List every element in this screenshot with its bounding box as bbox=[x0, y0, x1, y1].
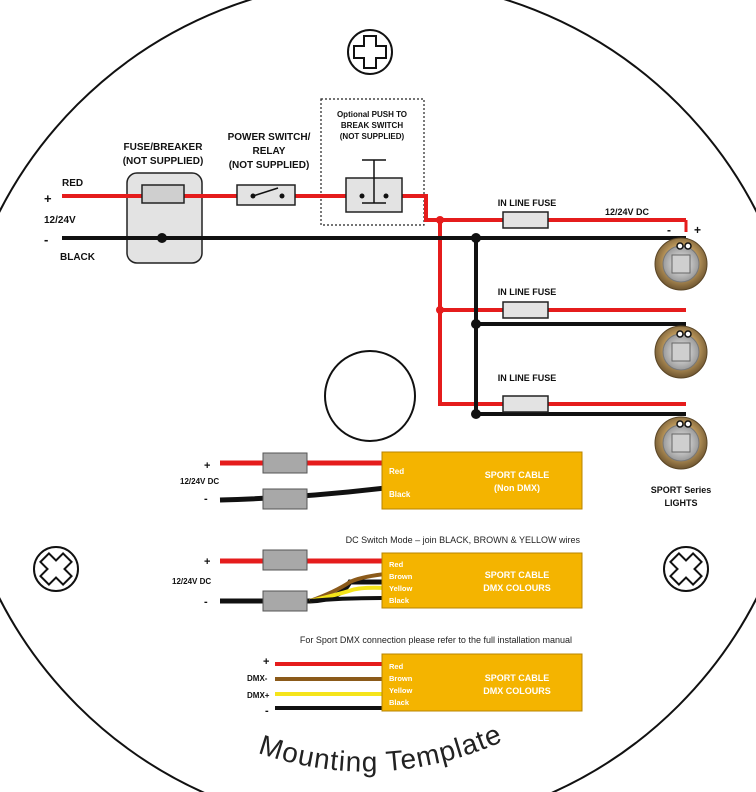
sport-cable-non-dmx bbox=[219, 451, 583, 510]
cable3-label-dmx-minus: DMX- bbox=[247, 674, 268, 683]
cable3-label-minus: - bbox=[265, 705, 269, 717]
screw-x-icon-left bbox=[33, 546, 79, 592]
sport-cable-dmx bbox=[275, 653, 583, 712]
cable1-wire-red: Red bbox=[389, 467, 404, 476]
cable2-title-2: DMX COLOURS bbox=[483, 583, 551, 593]
cable1-plus: + bbox=[204, 460, 210, 472]
cable3-wire-brown: Brown bbox=[389, 674, 413, 683]
cable2-wire-red: Red bbox=[389, 560, 404, 569]
cable3-label-plus: + bbox=[263, 656, 269, 668]
cable1-wire-black: Black bbox=[389, 490, 411, 499]
cable3-wire-red: Red bbox=[389, 662, 404, 671]
screw-x-icon-right bbox=[663, 546, 709, 592]
lights-label-2: LIGHTS bbox=[665, 498, 698, 508]
fuse-breaker-label-1: FUSE/BREAKER bbox=[124, 142, 204, 153]
mounting-template-title: Mounting Template bbox=[256, 718, 507, 778]
cable2-wire-yellow: Yellow bbox=[389, 584, 413, 593]
cable3-title-1: SPORT CABLE bbox=[485, 673, 550, 683]
supply-black-label: BLACK bbox=[60, 252, 96, 263]
power-switch-label-3: (NOT SUPPLIED) bbox=[229, 160, 310, 171]
cable2-minus: - bbox=[204, 596, 208, 608]
supply-red-label: RED bbox=[62, 178, 83, 189]
inline-fuse-2 bbox=[502, 301, 549, 319]
cable-hole bbox=[324, 350, 416, 442]
push-switch-label-1: Optional PUSH TO bbox=[337, 110, 407, 119]
sport-cable-dmx-switch bbox=[220, 549, 583, 612]
lights-label-1: SPORT Series bbox=[651, 485, 712, 495]
mounting-template-title-path: Mounting Template bbox=[256, 718, 506, 778]
push-switch-box bbox=[320, 98, 425, 226]
push-switch-label-2: BREAK SWITCH bbox=[341, 121, 403, 130]
cable3-title-2: DMX COLOURS bbox=[483, 686, 551, 696]
cable2-wire-brown: Brown bbox=[389, 572, 413, 581]
light-plus-label: + bbox=[694, 223, 701, 237]
cable1-title-1: SPORT CABLE bbox=[485, 470, 550, 480]
supply-plus: + bbox=[44, 191, 52, 206]
cable1-minus: - bbox=[204, 493, 208, 505]
fuse-breaker-label-2: (NOT SUPPLIED) bbox=[123, 156, 204, 167]
inline-fuse-label-1: IN LINE FUSE bbox=[498, 198, 557, 208]
supply-voltage: 12/24V bbox=[44, 215, 76, 226]
light-fixture-icon bbox=[654, 237, 708, 291]
light-fixture-icon bbox=[654, 416, 708, 470]
cable3-wire-yellow: Yellow bbox=[389, 686, 413, 695]
push-to-break-switch bbox=[345, 159, 403, 213]
inline-fuse-1 bbox=[502, 211, 549, 229]
power-switch-label-1: POWER SWITCH/ bbox=[228, 132, 311, 143]
breaker-fuse bbox=[141, 184, 185, 204]
supply-minus: - bbox=[44, 232, 48, 247]
light-fixture-icon bbox=[654, 325, 708, 379]
power-switch-label-2: RELAY bbox=[253, 146, 286, 157]
light-minus-label: - bbox=[667, 223, 671, 237]
cable2-wire-black: Black bbox=[389, 596, 410, 605]
cable3-label-dmx-plus: DMX+ bbox=[247, 691, 270, 700]
cable2-title-1: SPORT CABLE bbox=[485, 570, 550, 580]
cable2-plus: + bbox=[204, 556, 210, 568]
inline-fuse-label-2: IN LINE FUSE bbox=[498, 287, 557, 297]
cable3-wire-black: Black bbox=[389, 698, 410, 707]
power-switch bbox=[236, 184, 296, 206]
cable3-note: For Sport DMX connection please refer to… bbox=[300, 635, 572, 645]
cable1-title-2: (Non DMX) bbox=[494, 483, 540, 493]
output-voltage-label: 12/24V DC bbox=[605, 207, 650, 217]
push-switch-label-3: (NOT SUPPLIED) bbox=[340, 132, 405, 141]
inline-fuse-label-3: IN LINE FUSE bbox=[498, 373, 557, 383]
cable1-voltage: 12/24V DC bbox=[180, 477, 219, 486]
cable2-note: DC Switch Mode – join BLACK, BROWN & YEL… bbox=[346, 535, 581, 545]
inline-fuse-3 bbox=[502, 395, 549, 413]
cable2-voltage: 12/24V DC bbox=[172, 577, 211, 586]
screw-plus-icon bbox=[347, 29, 393, 75]
